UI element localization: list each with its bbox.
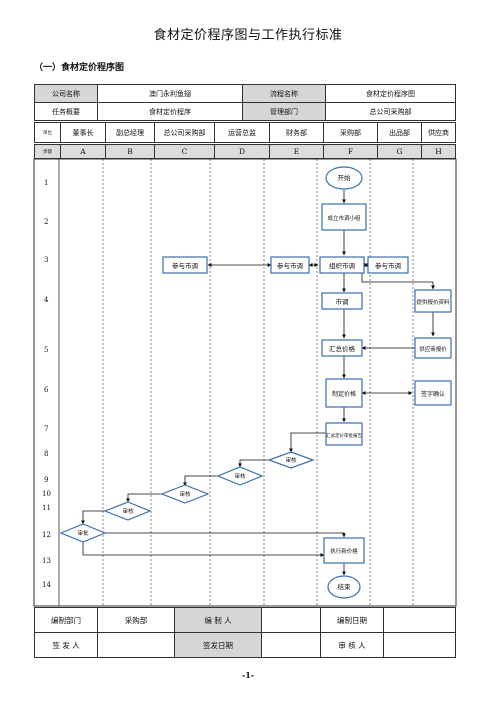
- prep-date-label: 编制日期: [320, 607, 384, 633]
- header-table: 公司名称 澳门永利鱼翅 流程名称 食材定价程序图 任务概要 食材定价程序 管理部…: [34, 84, 456, 121]
- node-approve-b: 审核: [122, 507, 134, 515]
- col-name-f: 采购部: [323, 122, 378, 143]
- signer-label: 签 发 人: [34, 632, 98, 658]
- step-number: 14: [42, 581, 51, 589]
- node-end: 结束: [338, 582, 352, 591]
- col-letter-c: C: [154, 144, 215, 159]
- column-names-row: 单位 董事长 副总经理 总公司采购部 运营总监 财务部 采购部 出品部 供应商: [34, 122, 456, 143]
- submit-report-box: [325, 422, 363, 446]
- node-f-organize: 组织市调: [329, 261, 355, 270]
- col-letter-e: E: [269, 144, 324, 159]
- participate-e-box: [270, 256, 310, 274]
- footer-table: 编制部门 采购部 编 制 人 编制日期 签 发 人 签发日期 审 核 人: [34, 607, 456, 658]
- task-value: 食材定价程序: [97, 102, 243, 121]
- col-name-d: 运营总监: [214, 122, 270, 143]
- page-number: -1-: [241, 670, 255, 680]
- participate-g-box: [367, 256, 409, 274]
- prep-dept-label: 编制部门: [34, 607, 98, 633]
- col-name-h: 供应商: [421, 122, 456, 143]
- node-h-sign: 签字确认: [421, 390, 445, 398]
- preparer-value: [261, 607, 321, 633]
- column-letters-row: 步骤 A B C D E F G H: [34, 144, 456, 159]
- node-approve-c: 审核: [179, 490, 191, 498]
- summary-box: [321, 339, 363, 357]
- start-terminal: [325, 166, 363, 190]
- step-number: 10: [42, 490, 51, 498]
- node-approve-d: 审核: [234, 472, 246, 480]
- supplier-quote-box: [414, 337, 452, 359]
- node-form-team: 成立市调小组: [327, 214, 361, 222]
- step-number: 6: [44, 386, 49, 394]
- prep-date-value: [383, 607, 456, 633]
- node-approve-a: 审批: [77, 529, 89, 537]
- dept-value: 总公司采购部: [325, 102, 456, 121]
- node-f-submit: 汇总定价审批报告: [326, 432, 362, 439]
- connectors: [81, 190, 435, 576]
- offer-box: [414, 289, 452, 313]
- organize-survey-box: [319, 256, 365, 274]
- step-number: 8: [44, 450, 48, 458]
- preparer-label: 编 制 人: [174, 607, 262, 633]
- step-number: 11: [42, 504, 51, 512]
- step-number: 9: [44, 476, 48, 484]
- sign-confirm-box: [414, 380, 452, 406]
- prep-dept-value: 采购部: [97, 607, 175, 633]
- node-f-execute: 执行新价格: [330, 547, 358, 555]
- set-price-box: [325, 378, 363, 408]
- task-label: 任务概要: [34, 102, 98, 121]
- step-number: 3: [44, 256, 48, 264]
- node-h-provide: 供应商报价: [419, 345, 447, 353]
- node-f-survey: 市调: [336, 297, 349, 306]
- sign-date-label: 签发日期: [174, 632, 262, 658]
- dept-label: 管理部门: [242, 102, 326, 121]
- approve-d-diamond: [216, 466, 264, 486]
- execute-price-box: [323, 537, 365, 564]
- col-letter-g: G: [377, 144, 422, 159]
- approve-a-diamond: [59, 523, 107, 543]
- col-letter-d: D: [214, 144, 270, 159]
- sign-date-value: [261, 632, 321, 658]
- col-letter-h: H: [421, 144, 456, 159]
- col-letter-b: B: [105, 144, 155, 159]
- section-subtitle: （一）食材定价程序图: [34, 63, 125, 73]
- unit-label: 单位: [34, 122, 61, 143]
- approve-e-diamond: [267, 451, 315, 469]
- approve-c-diamond: [160, 484, 210, 504]
- flow-nodes: 开始 成立市调小组 参与市调 参与市调 组织市调 参与市调 市调 提供报价资料 …: [59, 166, 452, 599]
- participate-c-box: [162, 256, 208, 274]
- step-numbers: 1 2 3 4 5 6 7 8 9 10 11 12 13 14: [42, 179, 51, 589]
- col-name-c: 总公司采购部: [154, 122, 215, 143]
- step-number: 13: [42, 557, 51, 565]
- approve-b-diamond: [103, 501, 152, 521]
- survey-box: [321, 292, 363, 310]
- node-f-summary: 汇总价格: [329, 344, 356, 353]
- step-number: 5: [44, 346, 48, 354]
- reviewer-value: [383, 632, 456, 658]
- step-number: 2: [44, 218, 48, 226]
- node-start: 开始: [338, 173, 352, 182]
- col-name-g: 出品部: [377, 122, 422, 143]
- node-g-participate: 参与市调: [375, 261, 401, 270]
- step-number: 7: [44, 425, 48, 433]
- node-approve-e: 审核: [285, 456, 297, 464]
- col-name-b: 副总经理: [105, 122, 155, 143]
- step-number: 4: [44, 296, 49, 304]
- reviewer-label: 审 核 人: [320, 632, 384, 658]
- step-label: 步骤: [34, 144, 61, 159]
- end-terminal: [327, 575, 361, 599]
- col-name-e: 财务部: [269, 122, 324, 143]
- signer-value: [97, 632, 175, 658]
- col-letter-f: F: [323, 144, 378, 159]
- node-c-participate: 参与市调: [172, 261, 198, 270]
- node-f-confirm: 制定价格: [332, 390, 356, 398]
- node-e-participate: 参与市调: [277, 261, 303, 270]
- document-title: 食材定价程序图与工作执行标准: [153, 28, 343, 43]
- step-number: 1: [44, 179, 48, 187]
- swimlane-grid: [33, 158, 457, 607]
- col-letter-a: A: [60, 144, 106, 159]
- form-team-box: [321, 203, 367, 231]
- node-h-offer: 提供报价资料: [416, 298, 450, 306]
- step-number: 12: [42, 531, 51, 539]
